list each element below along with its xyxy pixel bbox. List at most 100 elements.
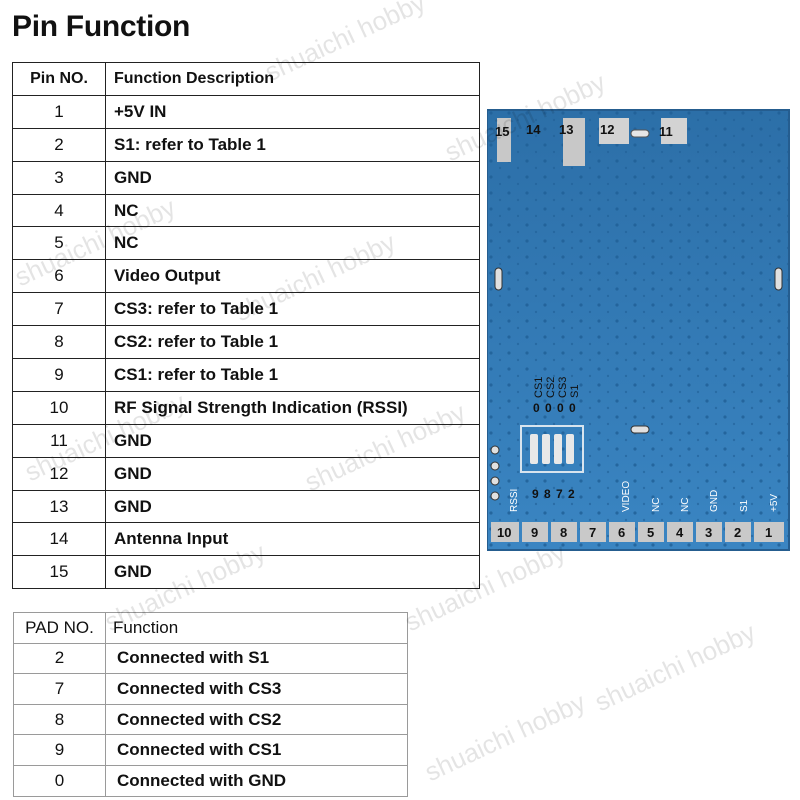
bottom-pin-number: 10 bbox=[497, 525, 511, 540]
side-holes bbox=[490, 445, 500, 501]
pin-description: GND bbox=[105, 160, 480, 195]
bottom-pin-number: 2 bbox=[734, 525, 741, 540]
pin-number: 15 bbox=[12, 555, 106, 590]
pin-number: 1 bbox=[12, 94, 106, 129]
top-pin-label: 14 bbox=[526, 122, 541, 137]
column-header-function-description: Function Description bbox=[105, 62, 480, 96]
pcb-module-image: 15 14 13 12 11 CS1 CS2 CS3 S1 0 0 0 0 9 … bbox=[487, 109, 790, 551]
pad-number: 8 bbox=[13, 703, 106, 736]
top-pin-label: 13 bbox=[559, 122, 573, 137]
bottom-label: RSSI bbox=[509, 489, 520, 512]
pin-description: CS1: refer to Table 1 bbox=[105, 358, 480, 392]
bottom-pin-number: 3 bbox=[705, 525, 712, 540]
pin-description: CS3: refer to Table 1 bbox=[105, 292, 480, 327]
pin-description: Antenna Input bbox=[105, 522, 480, 557]
pin-number: 2 bbox=[12, 127, 106, 162]
table-row: 1+5V IN bbox=[12, 94, 480, 129]
pin-number: 4 bbox=[12, 193, 106, 228]
bottom-function-labels: RSSI VIDEO NC NC GND S1 +5V bbox=[509, 481, 780, 512]
top-pads bbox=[497, 118, 687, 166]
pin-description: GND bbox=[105, 555, 480, 590]
pin-description: GND bbox=[105, 456, 480, 491]
watermark: shuaichi hobby bbox=[420, 686, 590, 788]
pin-number: 13 bbox=[12, 489, 106, 524]
pad-number: 2 bbox=[13, 642, 106, 675]
pin-description: GND bbox=[105, 489, 480, 524]
pin-number: 11 bbox=[12, 423, 106, 458]
pad-function: Connected with S1 bbox=[105, 642, 408, 675]
pin-description: +5V IN bbox=[105, 94, 480, 129]
switch-label: CS2 bbox=[545, 377, 557, 398]
pin-description: Video Output bbox=[105, 259, 480, 294]
pad-number: 7 bbox=[13, 673, 106, 705]
pin-number: 7 bbox=[12, 292, 106, 327]
bottom-pin-number: 6 bbox=[618, 525, 625, 540]
switch-label: S1 bbox=[569, 385, 581, 398]
switch-value: 0 bbox=[569, 401, 576, 415]
table-header-row: PAD NO. Function bbox=[13, 612, 408, 644]
bottom-label: NC bbox=[680, 498, 691, 512]
pad-function: Connected with CS2 bbox=[105, 703, 408, 736]
top-pin-label: 11 bbox=[659, 124, 673, 139]
column-header-pad-no: PAD NO. bbox=[13, 612, 106, 644]
mounting-slot bbox=[774, 267, 783, 291]
page-title: Pin Function bbox=[12, 10, 191, 43]
bottom-pin-number: 7 bbox=[589, 525, 596, 540]
pad-function: Connected with GND bbox=[105, 764, 408, 797]
bottom-label: +5V bbox=[769, 494, 780, 512]
mounting-slot bbox=[494, 267, 503, 291]
switch-value: 0 bbox=[557, 401, 564, 415]
pad-number-label: 9 bbox=[532, 487, 539, 501]
pin-number: 8 bbox=[12, 325, 106, 360]
bottom-pin-number: 5 bbox=[647, 525, 654, 540]
top-pin-label: 15 bbox=[495, 124, 509, 139]
top-pin-labels: 15 14 13 12 11 bbox=[495, 122, 673, 139]
bottom-pin-number: 1 bbox=[765, 525, 772, 540]
switch-value: 0 bbox=[533, 401, 540, 415]
switch-values: 0 0 0 0 bbox=[533, 401, 576, 415]
column-header-function: Function bbox=[105, 612, 408, 644]
pin-description: GND bbox=[105, 423, 480, 458]
pin-number: 12 bbox=[12, 456, 106, 491]
switch-label: CS1 bbox=[533, 377, 545, 398]
bottom-label: VIDEO bbox=[621, 481, 632, 512]
bottom-pin-numbers: 10 9 8 7 6 5 4 3 2 1 bbox=[497, 525, 772, 540]
bottom-label: NC bbox=[651, 498, 662, 512]
watermark: shuaichi hobby bbox=[590, 616, 760, 718]
dip-switch bbox=[520, 425, 584, 473]
bottom-label: GND bbox=[709, 490, 720, 512]
pin-number: 10 bbox=[12, 390, 106, 425]
pin-number: 3 bbox=[12, 160, 106, 195]
pin-number: 14 bbox=[12, 522, 106, 557]
mounting-slot bbox=[630, 425, 650, 434]
pad-function: Connected with CS1 bbox=[105, 734, 408, 766]
bottom-pin-number: 4 bbox=[676, 525, 684, 540]
bottom-pads bbox=[491, 522, 784, 542]
pad-function: Connected with CS3 bbox=[105, 673, 408, 705]
bottom-pin-number: 9 bbox=[531, 525, 538, 540]
pin-description: CS2: refer to Table 1 bbox=[105, 325, 480, 360]
pad-numbers: 9 8 7 2 bbox=[532, 487, 575, 501]
pin-description: RF Signal Strength Indication (RSSI) bbox=[105, 390, 480, 425]
pad-number: 0 bbox=[13, 764, 106, 797]
pin-number: 9 bbox=[12, 358, 106, 392]
switch-value: 0 bbox=[545, 401, 552, 415]
switch-labels: CS1 CS2 CS3 S1 bbox=[533, 377, 581, 398]
pad-number-label: 8 bbox=[544, 487, 551, 501]
top-pin-label: 12 bbox=[600, 122, 614, 137]
